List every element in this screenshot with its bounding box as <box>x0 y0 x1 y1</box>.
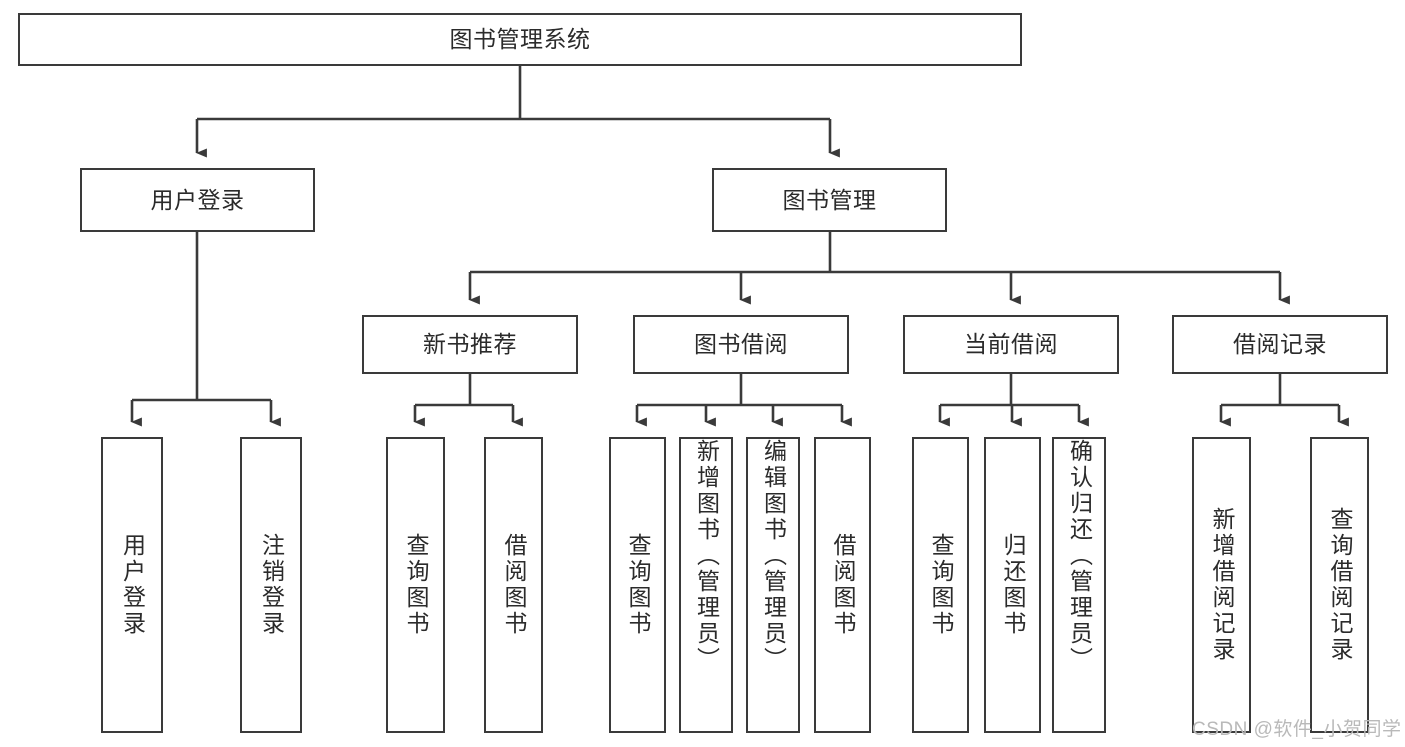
node-leaf-query-book-2-label: 查询图书 <box>625 533 651 637</box>
node-leaf-user-login-label: 用户登录 <box>119 533 146 637</box>
node-user-login[interactable]: 用户登录 <box>80 168 315 232</box>
node-leaf-user-logout[interactable]: 注销登录 <box>240 437 302 733</box>
node-leaf-confirm-return[interactable]: 确认归还（管理员） <box>1052 437 1106 733</box>
node-leaf-return-book-label: 归还图书 <box>1000 533 1026 637</box>
node-new-book-rec[interactable]: 新书推荐 <box>362 315 578 374</box>
node-book-borrow-label: 图书借阅 <box>694 331 788 358</box>
node-leaf-query-record-label: 查询借阅记录 <box>1327 507 1353 663</box>
node-leaf-query-book-3-label: 查询图书 <box>928 533 954 637</box>
node-leaf-query-book-3[interactable]: 查询图书 <box>912 437 969 733</box>
node-book-manage[interactable]: 图书管理 <box>712 168 947 232</box>
node-new-book-rec-label: 新书推荐 <box>423 331 517 358</box>
node-leaf-user-logout-label: 注销登录 <box>258 533 285 637</box>
node-leaf-edit-book-label: 编辑图书（管理员） <box>760 439 787 673</box>
node-borrow-record-label: 借阅记录 <box>1233 331 1327 358</box>
node-borrow-record[interactable]: 借阅记录 <box>1172 315 1388 374</box>
watermark-text: CSDN @软件_小贺同学 <box>1192 719 1402 740</box>
node-root[interactable]: 图书管理系统 <box>18 13 1022 66</box>
node-leaf-query-book-2[interactable]: 查询图书 <box>609 437 666 733</box>
node-leaf-add-book-label: 新增图书（管理员） <box>693 439 720 673</box>
node-leaf-borrow-book-2-label: 借阅图书 <box>830 533 856 637</box>
node-leaf-edit-book[interactable]: 编辑图书（管理员） <box>746 437 800 733</box>
node-leaf-query-record[interactable]: 查询借阅记录 <box>1310 437 1369 733</box>
node-leaf-borrow-book-1[interactable]: 借阅图书 <box>484 437 543 733</box>
node-leaf-borrow-book-2[interactable]: 借阅图书 <box>814 437 871 733</box>
node-leaf-return-book[interactable]: 归还图书 <box>984 437 1041 733</box>
node-book-manage-label: 图书管理 <box>782 186 877 213</box>
node-current-borrow-label: 当前借阅 <box>964 331 1058 358</box>
node-leaf-borrow-book-1-label: 借阅图书 <box>501 533 527 637</box>
node-leaf-confirm-return-label: 确认归还（管理员） <box>1066 439 1093 673</box>
node-leaf-user-login[interactable]: 用户登录 <box>101 437 163 733</box>
node-leaf-query-book-1-label: 查询图书 <box>403 533 429 637</box>
node-user-login-label: 用户登录 <box>150 186 245 213</box>
node-current-borrow[interactable]: 当前借阅 <box>903 315 1119 374</box>
node-leaf-add-record-label: 新增借阅记录 <box>1209 507 1235 663</box>
node-leaf-add-book[interactable]: 新增图书（管理员） <box>679 437 733 733</box>
node-book-borrow[interactable]: 图书借阅 <box>633 315 849 374</box>
node-leaf-query-book-1[interactable]: 查询图书 <box>386 437 445 733</box>
node-leaf-add-record[interactable]: 新增借阅记录 <box>1192 437 1251 733</box>
node-root-label: 图书管理系统 <box>449 26 591 53</box>
